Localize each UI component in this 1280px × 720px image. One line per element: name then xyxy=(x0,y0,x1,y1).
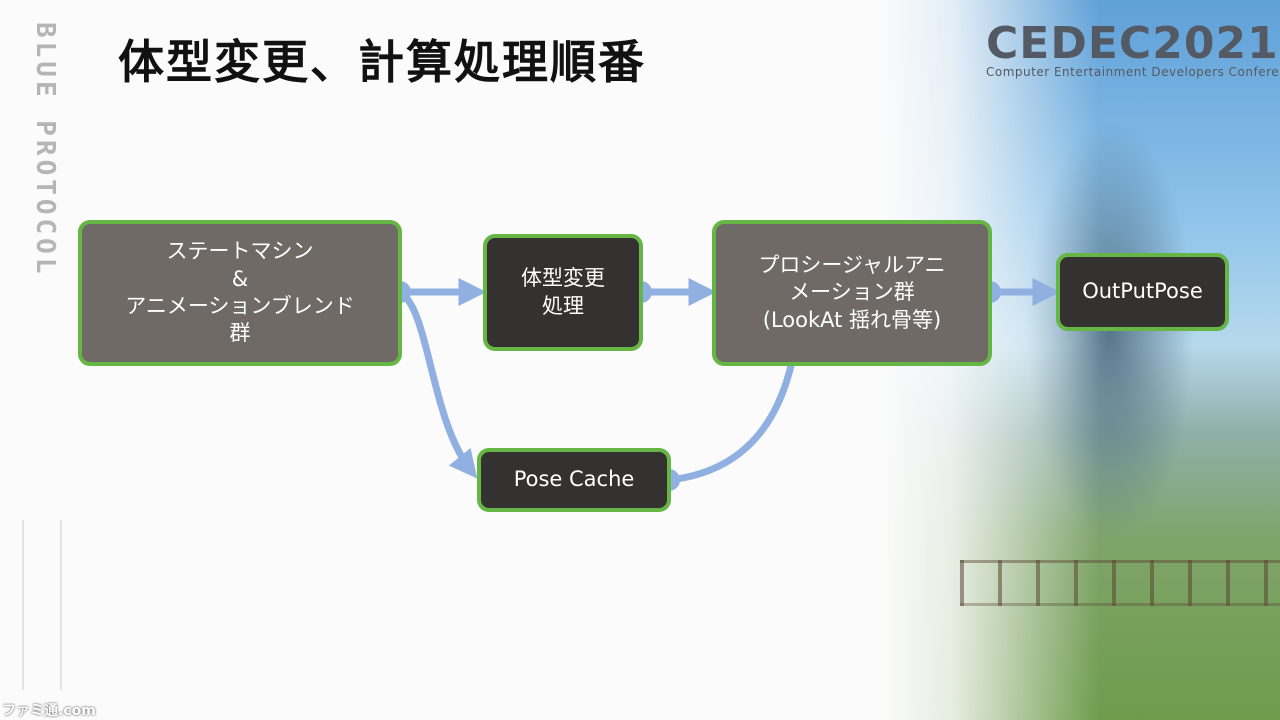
arrow-state-to-cache xyxy=(397,289,478,479)
slide-title: 体型変更、計算処理順番 xyxy=(118,35,646,89)
node-output-pose: OutPutPose xyxy=(1056,253,1229,331)
side-logo: BLUE PROTOCOL xyxy=(30,22,60,278)
site-watermark: ファミ通.com xyxy=(2,703,96,719)
node-label: OutPutPose xyxy=(1082,279,1203,304)
side-emblems xyxy=(22,520,62,690)
background-scenery xyxy=(880,0,1280,720)
conference-name: CEDEC2021 xyxy=(986,18,1279,69)
node-procedural-animation: プロシージャルアニ メーション群 (LookAt 揺れ骨等) xyxy=(712,220,992,366)
node-label: 体型変更 処理 xyxy=(521,266,605,318)
node-label: ステートマシン & アニメーションブレンド 群 xyxy=(125,239,355,346)
node-body-change: 体型変更 処理 xyxy=(483,234,643,351)
node-label: Pose Cache xyxy=(513,467,635,492)
conference-logo: CEDEC2021 Computer Entertainment Develop… xyxy=(986,18,1280,79)
node-pose-cache: Pose Cache xyxy=(477,448,671,512)
node-label: プロシージャルアニ メーション群 (LookAt 揺れ骨等) xyxy=(758,253,946,332)
conference-subtitle: Computer Entertainment Developers Confer… xyxy=(986,65,1280,79)
node-state-machine: ステートマシン & アニメーションブレンド 群 xyxy=(78,220,402,366)
